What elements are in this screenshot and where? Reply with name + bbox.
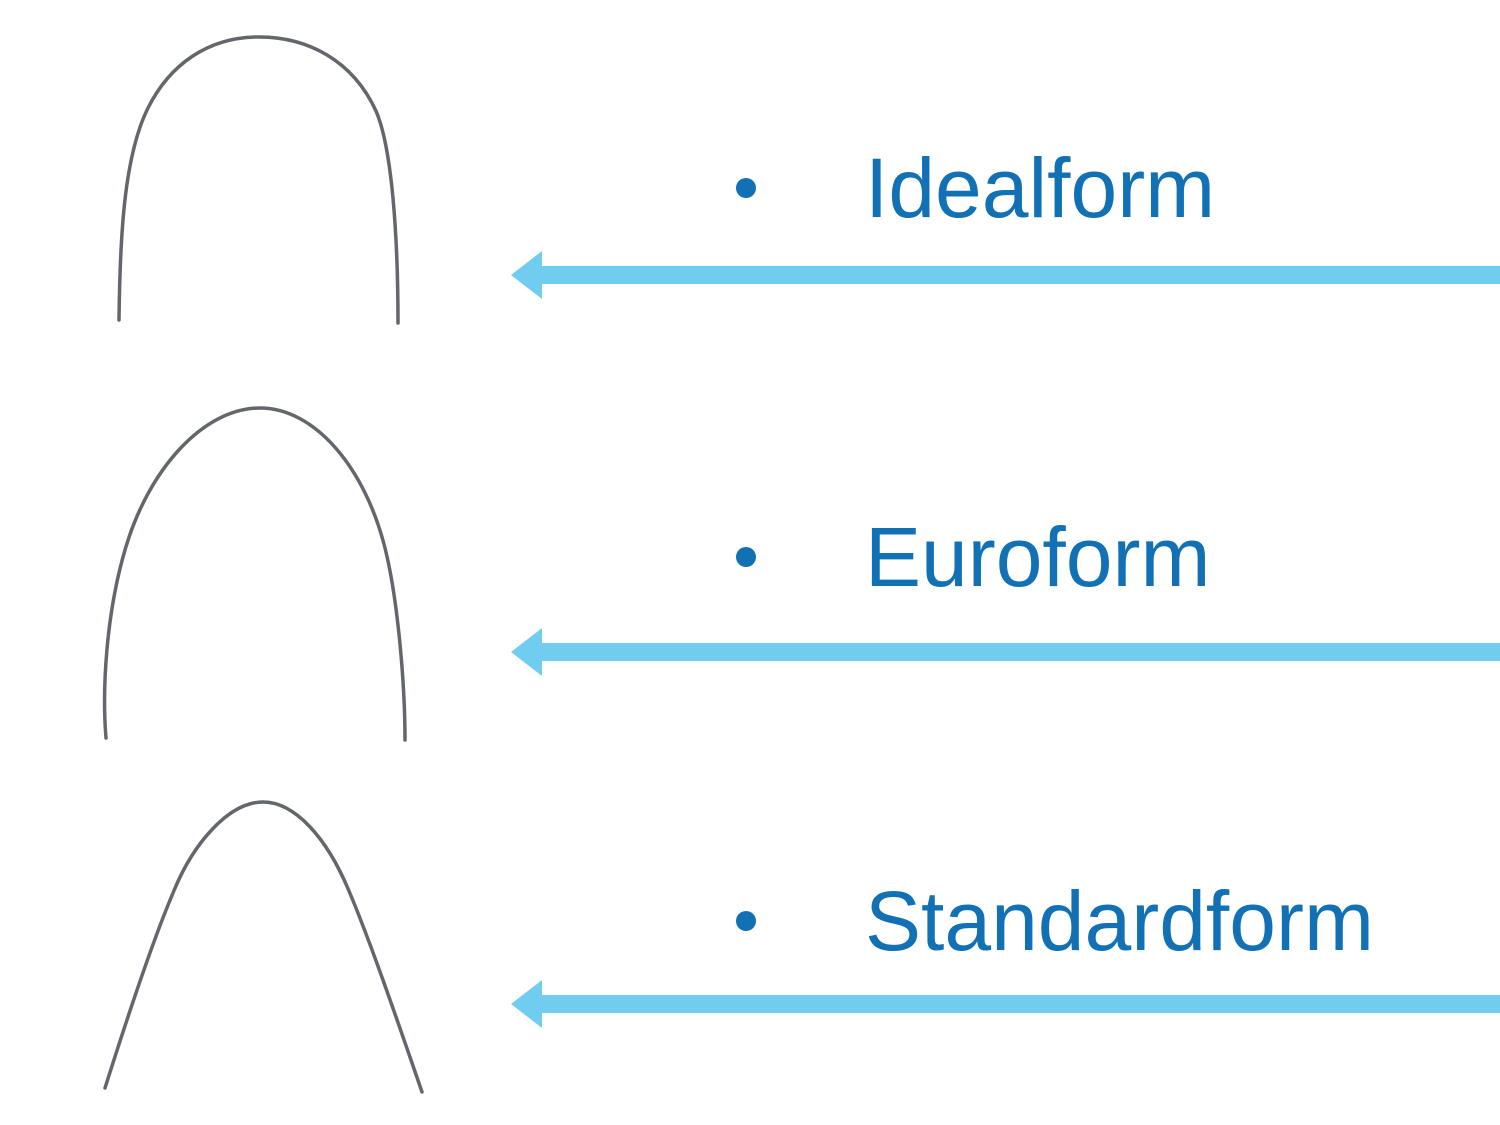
label-euroform: Euroform	[865, 510, 1211, 604]
label-idealform: Idealform	[865, 141, 1216, 235]
bullet-icon	[736, 178, 756, 198]
list-item-idealform: Idealform	[736, 138, 1215, 238]
list-item-standardform: Standardform	[736, 871, 1374, 971]
list-item-euroform: Euroform	[736, 507, 1210, 607]
label-standardform: Standardform	[865, 874, 1374, 968]
euroform-archwire-image	[102, 406, 407, 742]
idealform-wire-curve	[117, 35, 400, 325]
standardform-archwire-image	[103, 800, 424, 1094]
euroform-wire-curve	[102, 406, 407, 742]
left-arrow-icon-euroform	[511, 628, 1500, 676]
left-arrow-icon-idealform	[511, 251, 1500, 299]
standardform-wire-curve	[103, 800, 424, 1094]
bullet-icon	[736, 547, 756, 567]
idealform-archwire-image	[117, 35, 400, 325]
bullet-icon	[736, 911, 756, 931]
left-arrow-icon-standardform	[511, 980, 1500, 1028]
